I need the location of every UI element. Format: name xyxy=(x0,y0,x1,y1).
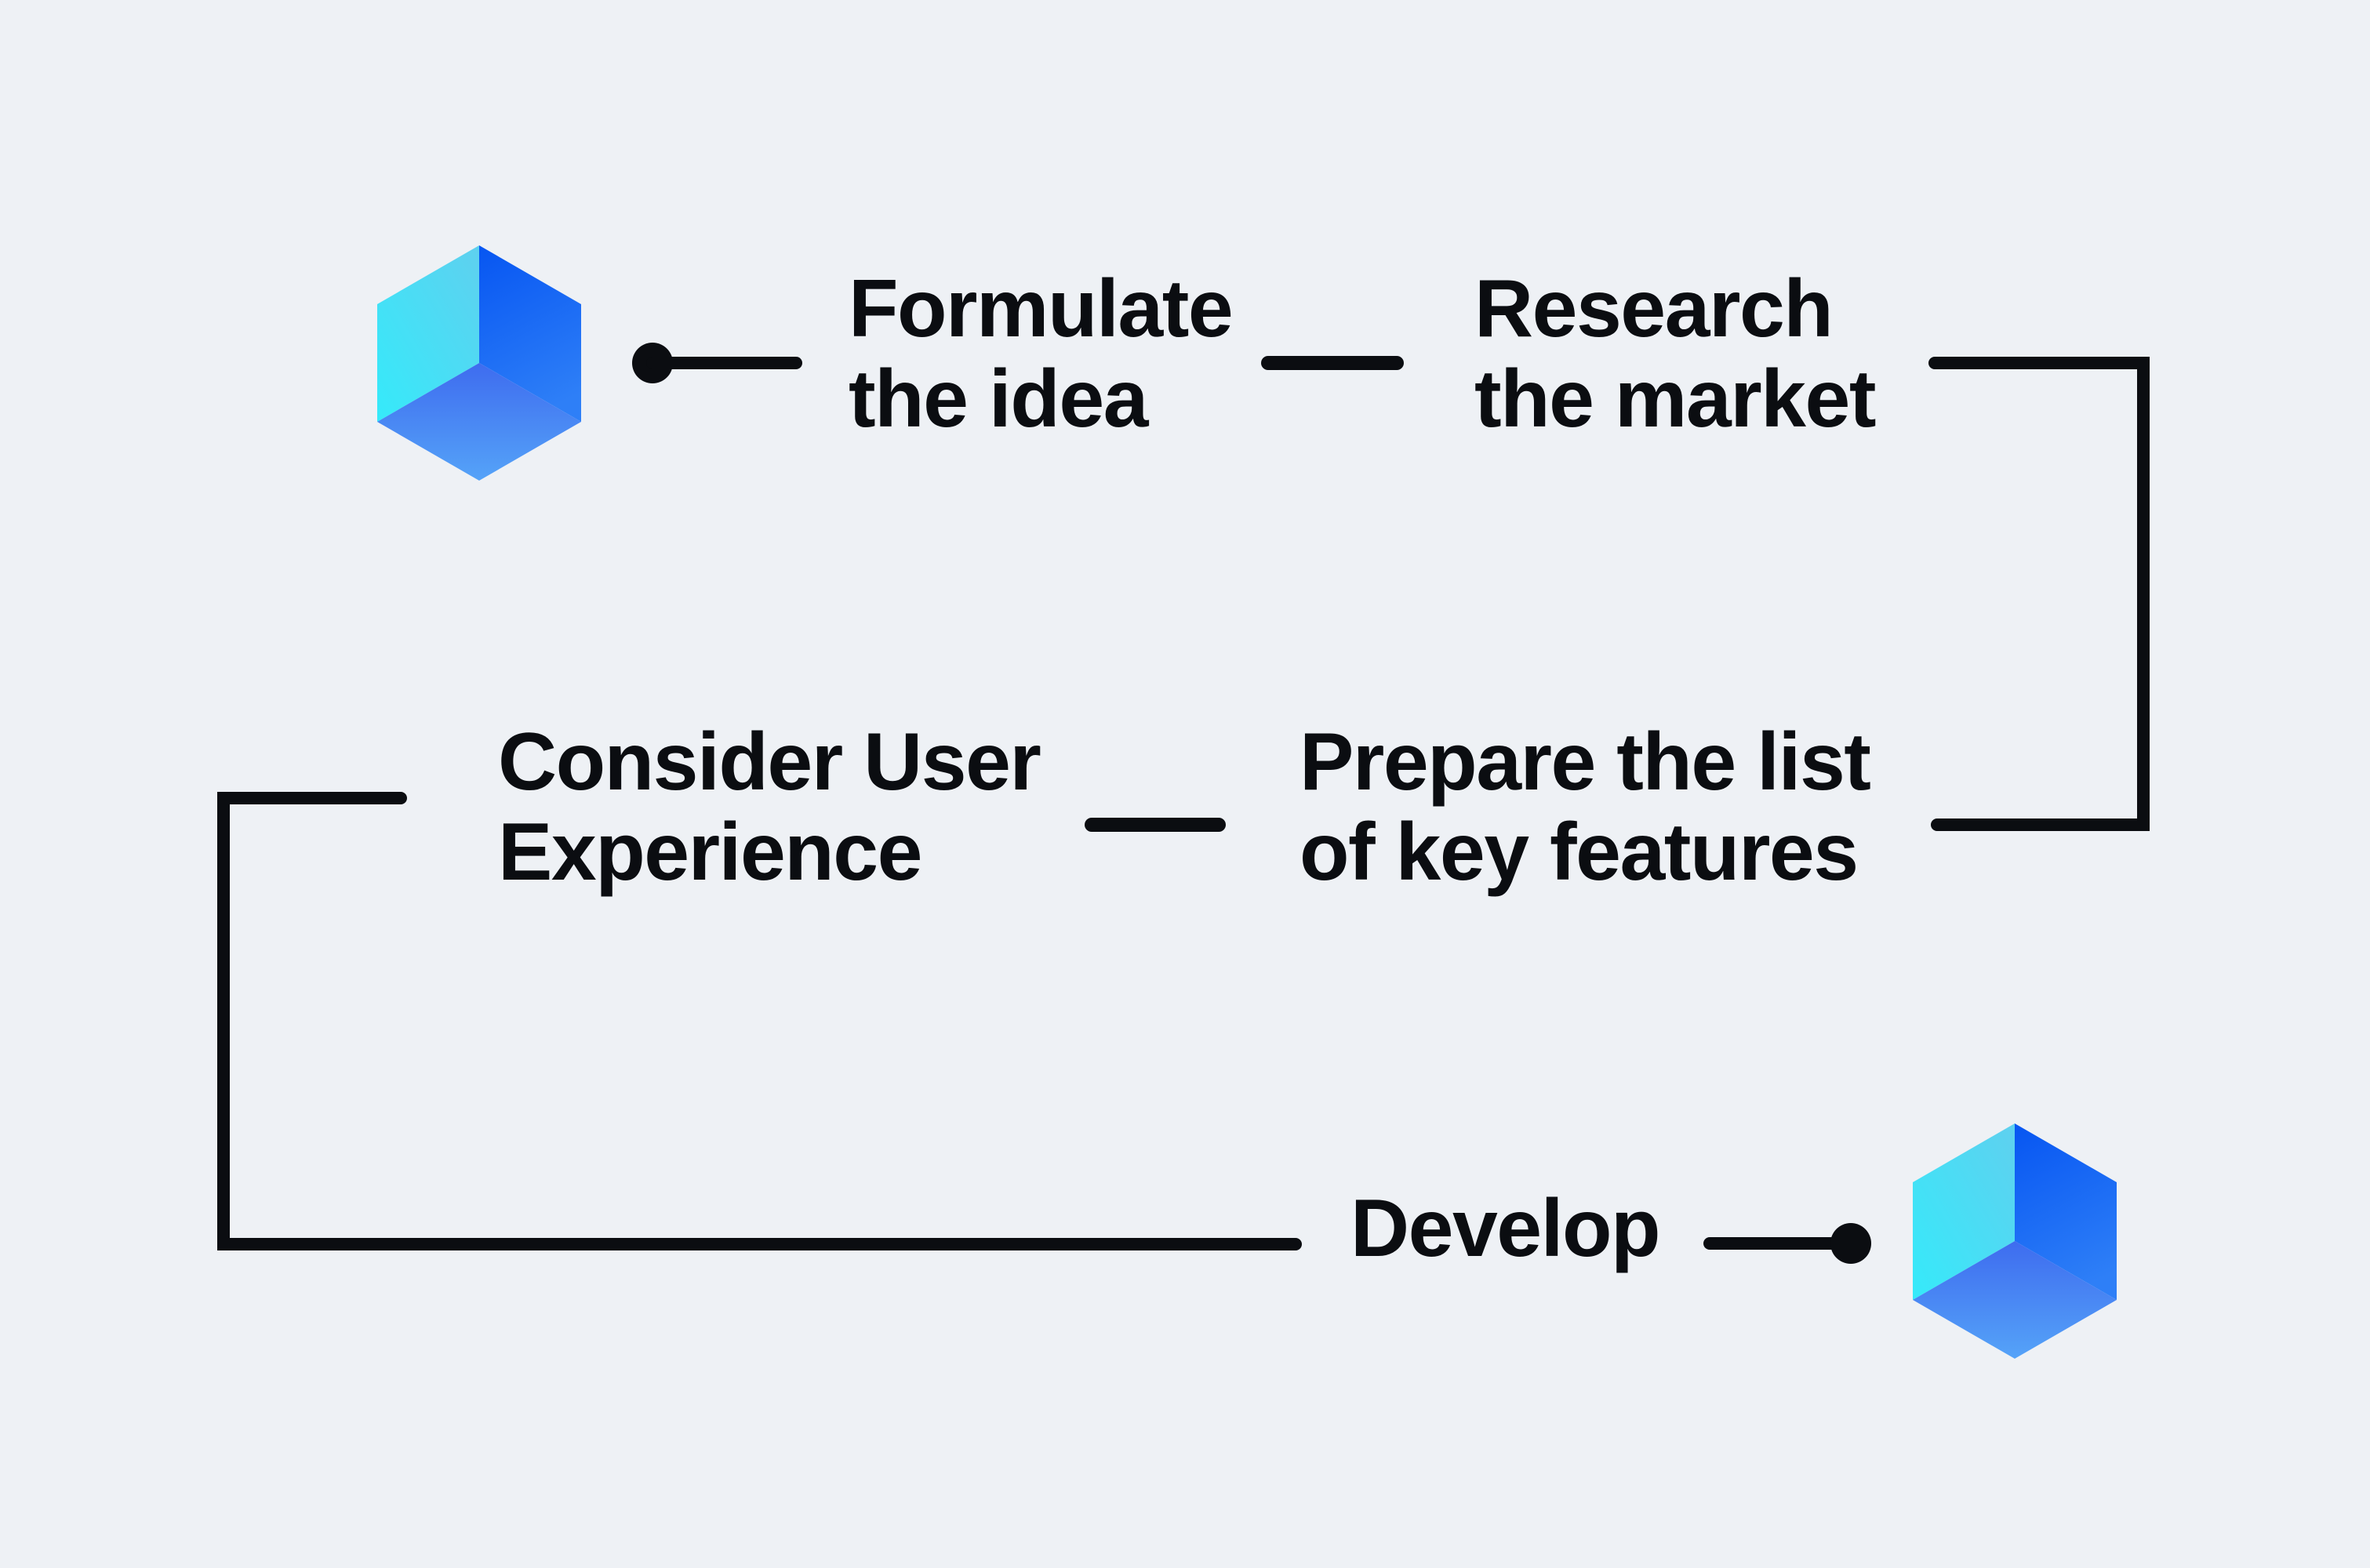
step-line: Consider User xyxy=(498,717,1041,808)
step-label-consider-ux: Consider User Experience xyxy=(498,717,1041,898)
cube-3d-icon-start xyxy=(377,245,581,481)
step-label-develop: Develop xyxy=(1350,1183,1661,1274)
step-line: Experience xyxy=(498,807,923,898)
cube-3d-icon-end xyxy=(1913,1123,2117,1359)
cube-bottom-face xyxy=(377,363,581,481)
step-line: Prepare the list xyxy=(1300,717,1871,808)
step-label-prepare-key-features: Prepare the list of key features xyxy=(1300,717,1871,898)
elbow-connector-right xyxy=(1928,357,2150,831)
step-line: Develop xyxy=(1350,1183,1661,1274)
step-line: of key features xyxy=(1300,807,1859,898)
cube-bottom-face xyxy=(1913,1241,2117,1359)
step-line: the idea xyxy=(849,354,1149,445)
step-line: Formulate xyxy=(849,263,1234,354)
step-line: the market xyxy=(1474,354,1877,445)
step-label-formulate-idea: Formulate the idea xyxy=(849,263,1234,445)
end-dot xyxy=(1830,1223,1871,1264)
elbow-connector-left xyxy=(217,792,1302,1250)
step-line: Research xyxy=(1474,263,1834,354)
step-label-research-market: Research the market xyxy=(1474,263,1877,445)
